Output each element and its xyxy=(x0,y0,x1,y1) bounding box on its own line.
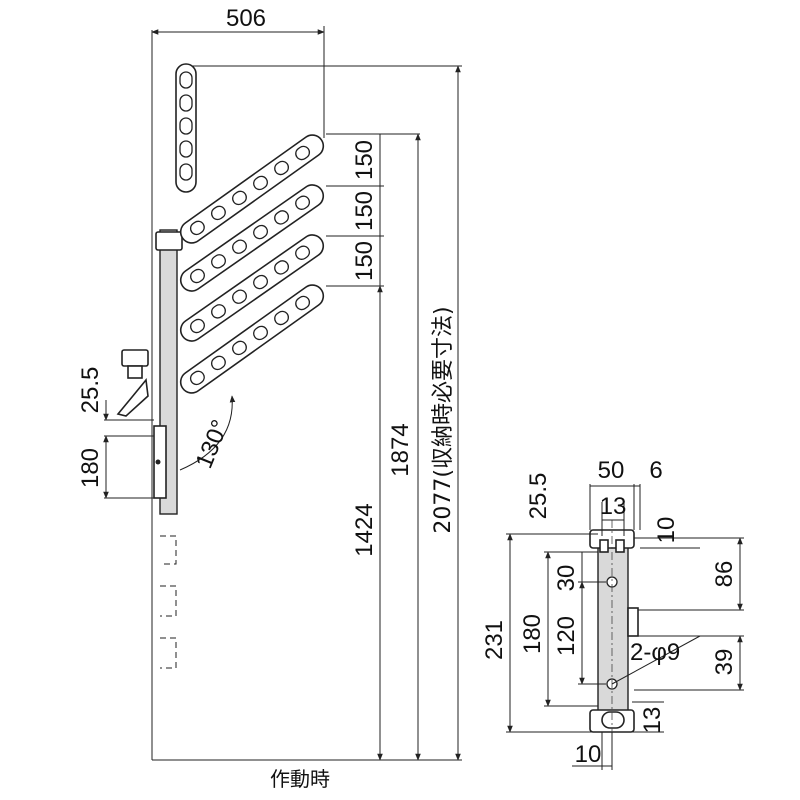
hanger-slot xyxy=(253,224,269,240)
bracket-screw xyxy=(155,459,161,465)
angle-label: 130° xyxy=(191,416,235,472)
dim-bottom-margin: 10 xyxy=(575,741,602,768)
dim-height-mid: 1874 xyxy=(387,423,414,476)
hanger-slot xyxy=(189,370,205,386)
dim-height-total: 2077(収納時必要寸法) xyxy=(431,306,456,533)
dim-inner-width: 13 xyxy=(600,493,627,520)
dim-mount-height: 180 xyxy=(519,614,546,654)
side-tab xyxy=(627,607,639,637)
dim-hole-pitch-upper: 30 xyxy=(553,565,580,592)
hanger-slot xyxy=(295,145,311,161)
front-view: 50 6 13 10 86 39 13 2-φ9 231 25.5 180 xyxy=(481,457,744,770)
hanger-slot xyxy=(274,210,290,225)
bracket-body xyxy=(597,537,629,723)
dim-upper-height: 86 xyxy=(711,561,738,588)
dim-hole-pitch: 120 xyxy=(553,616,580,656)
stored-slot xyxy=(179,140,193,158)
hanger-slot xyxy=(190,268,205,284)
dim-top-margin: 10 xyxy=(653,517,680,544)
dim-pitch-1: 150 xyxy=(351,140,378,180)
stored-slot xyxy=(179,117,193,135)
hanger-slot xyxy=(253,274,269,290)
dim-pitch-3: 150 xyxy=(351,241,378,281)
dim-offset-top: 25.5 xyxy=(525,473,552,520)
hanger-slot xyxy=(210,355,226,371)
stored-slot xyxy=(179,71,193,89)
hanger-slot xyxy=(232,190,247,206)
bottom-slot xyxy=(601,711,625,729)
caption-operating: 作動時 xyxy=(270,767,330,791)
hanger-slot xyxy=(211,254,226,269)
dim-lower-height: 39 xyxy=(711,649,738,676)
bracket-knob xyxy=(116,349,149,417)
hanger-slot xyxy=(232,239,247,254)
dim-bottom-inner: 13 xyxy=(639,707,666,734)
dim-bracket-offset: 25.5 xyxy=(77,367,104,414)
stored-slot xyxy=(179,94,193,112)
angle-arc xyxy=(179,395,236,471)
dim-edge: 6 xyxy=(649,457,662,484)
arm-4 xyxy=(179,284,325,394)
hanger-slot xyxy=(274,310,290,326)
dim-bracket-height: 180 xyxy=(77,448,104,488)
hanger-slot xyxy=(210,205,226,221)
hanger-slot xyxy=(295,195,311,210)
leader-holes xyxy=(611,635,701,685)
dim-width: 50 xyxy=(598,457,625,484)
dim-holes: 2-φ9 xyxy=(630,639,680,666)
hanger-slot xyxy=(232,289,247,304)
dim-pitch-2: 150 xyxy=(351,191,378,231)
dim-width-top: 506 xyxy=(226,5,266,32)
arm-3 xyxy=(179,234,325,342)
post-cap xyxy=(155,231,183,251)
hanger-slot xyxy=(274,260,290,275)
hanger-slot xyxy=(253,325,268,341)
dim-height-low: 1424 xyxy=(351,503,378,556)
hanger-slot xyxy=(232,340,247,356)
hanger-slot xyxy=(211,304,226,319)
extended-arms xyxy=(179,134,325,394)
hanger-slot xyxy=(274,160,290,176)
dim-overall-height: 231 xyxy=(481,620,508,660)
hanger-slot xyxy=(189,220,205,236)
top-slot-left xyxy=(599,539,609,553)
stored-arm xyxy=(175,63,197,193)
hanger-slot xyxy=(190,318,205,334)
side-view: 130° 506 150 150 150 1424 1874 2077(収納時必… xyxy=(77,5,462,791)
top-slot-right xyxy=(615,539,625,553)
arm-2 xyxy=(179,184,325,292)
hanger-slot xyxy=(253,175,268,191)
arm-1 xyxy=(179,134,325,244)
stored-slot xyxy=(179,163,193,181)
hanger-slot xyxy=(295,245,311,260)
lower-storage-outline xyxy=(160,535,177,669)
hanger-slot xyxy=(295,295,311,311)
